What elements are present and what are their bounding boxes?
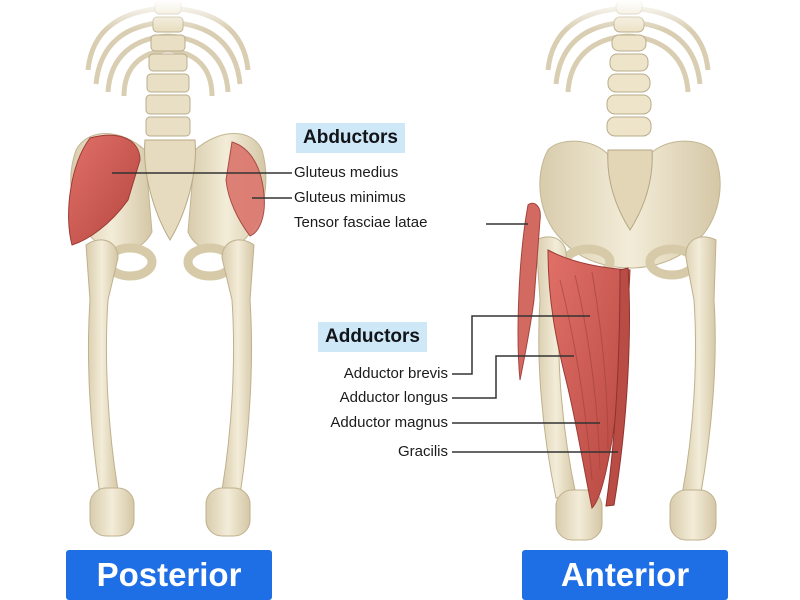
anterior-skeleton (517, 0, 721, 541)
anterior-tensor-fasciae-latae (517, 202, 541, 381)
anterior-gracilis (605, 267, 630, 507)
label-gracilis: Gracilis (397, 443, 448, 460)
posterior-left-femur (85, 239, 119, 496)
view-label-posterior: Posterior (66, 550, 272, 600)
label-gluteus-minimus: Gluteus minimus (294, 189, 406, 206)
label-adductor-magnus: Adductor magnus (330, 414, 448, 431)
posterior-skeleton (68, 0, 267, 537)
posterior-sacrum (144, 139, 196, 241)
leader-adductor-brevis (452, 315, 590, 375)
leader-lines (112, 172, 618, 453)
label-gluteus-medius: Gluteus medius (294, 164, 399, 181)
adductors-heading: Adductors (318, 322, 427, 352)
label-tensor-fasciae-latae: Tensor fasciae latae (294, 214, 428, 231)
leader-adductor-longus (452, 355, 574, 399)
anterior-left-femur (681, 236, 717, 499)
anterior-right-femur (535, 236, 577, 499)
label-adductor-brevis: Adductor brevis (343, 365, 448, 382)
label-adductor-longus: Adductor longus (339, 389, 448, 406)
anterior-adductor-group (547, 249, 631, 510)
posterior-gluteus-medius-left (68, 134, 141, 246)
abductors-heading: Abductors (296, 123, 405, 153)
posterior-right-femur (221, 239, 255, 496)
anterior-sacrum (607, 149, 653, 231)
posterior-gluteus-medius-right (225, 141, 265, 237)
view-label-anterior: Anterior (522, 550, 728, 600)
